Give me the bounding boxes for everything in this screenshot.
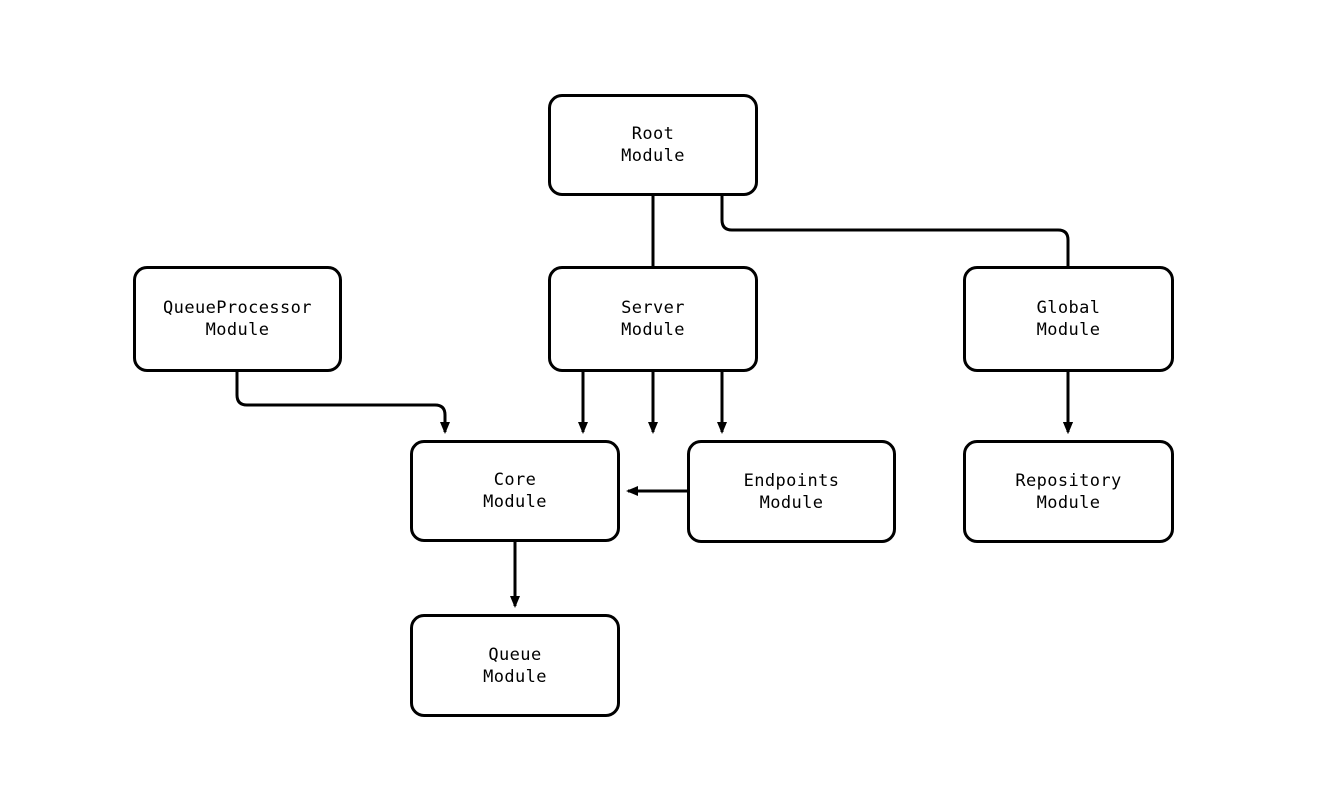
node-endpoints-module[interactable]: Endpoints Module — [687, 440, 896, 543]
node-queueprocessor-module-line1: QueueProcessor — [163, 298, 312, 318]
node-core-module-line2: Module — [483, 492, 547, 512]
node-queue-module-line1: Queue — [488, 644, 542, 665]
node-root-module-line1: Root — [631, 124, 675, 144]
node-root-module-line2: Module — [621, 146, 685, 166]
edges-group — [235, 196, 1073, 608]
node-server-module-line1: Server — [621, 298, 685, 318]
node-queueprocessor-module-line2: Module — [205, 320, 270, 340]
node-global-module-line1: Global — [1036, 298, 1101, 318]
node-global-module-line2: Module — [1036, 320, 1101, 340]
node-root-module[interactable]: Root Module — [548, 94, 758, 196]
node-queueprocessor-module[interactable]: QueueProcessor Module — [133, 266, 342, 372]
node-endpoints-module-line2: Module — [759, 492, 824, 513]
node-repository-module[interactable]: Repository Module — [963, 440, 1174, 543]
node-repository-module-line1: Repository — [1015, 470, 1122, 491]
node-queue-module-line2: Module — [483, 666, 547, 687]
node-core-module-line1: Core — [493, 470, 537, 490]
node-queue-module[interactable]: Queue Module — [410, 614, 620, 717]
node-repository-module-line2: Module — [1036, 492, 1101, 513]
node-global-module[interactable]: Global Module — [963, 266, 1174, 372]
node-endpoints-module-line1: Endpoints — [743, 470, 840, 491]
edge-queueprocessor-to-core — [235, 372, 450, 434]
node-server-module[interactable]: Server Module — [548, 266, 758, 372]
node-server-module-line2: Module — [621, 320, 685, 340]
node-core-module[interactable]: Core Module — [410, 440, 620, 542]
